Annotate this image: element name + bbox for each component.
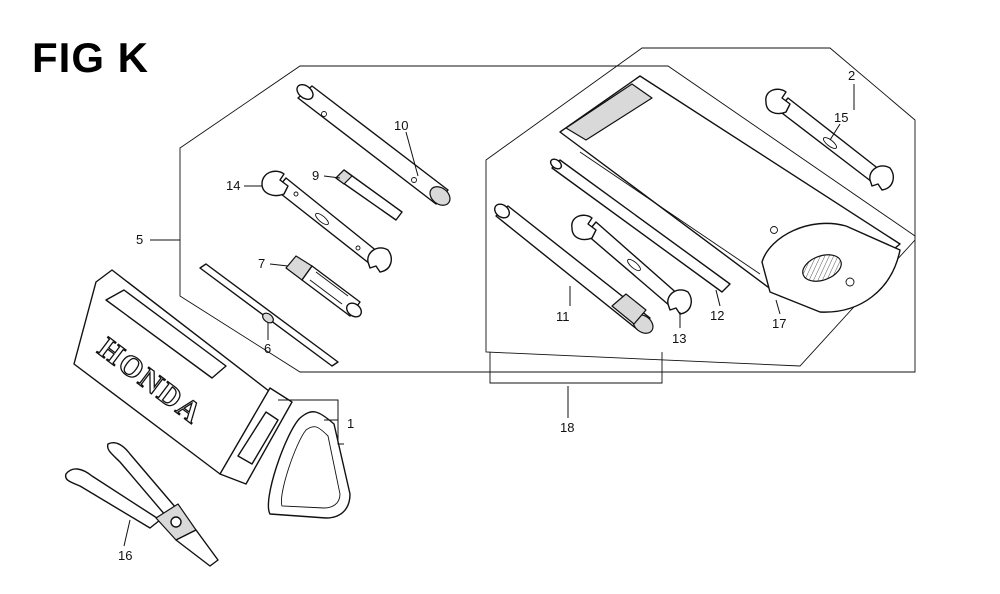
tool-case-part-1: HONDA: [73, 269, 351, 519]
callout-18: 18: [560, 420, 574, 435]
callout-15: 15: [834, 110, 848, 125]
callout-14: 14: [226, 178, 240, 193]
open-end-wrench-part-15: [765, 88, 894, 191]
box-wrench-part-10: [296, 84, 451, 206]
tommy-bar-part-12: [549, 158, 731, 293]
callout-12: 12: [710, 308, 724, 323]
callouts: 1 2 5 6 7 9 10 11 12 13 14 15 16 17 18: [118, 68, 855, 563]
open-end-wrench-part-13: [571, 214, 692, 315]
screwdriver-bit-part-9: [335, 169, 403, 221]
callout-7: 7: [258, 256, 265, 271]
callout-6: 6: [264, 341, 271, 356]
callout-11: 11: [556, 309, 570, 324]
callout-10: 10: [394, 118, 408, 133]
screwdriver-shaft-part-6: [199, 263, 339, 367]
pliers-part-16: [64, 442, 219, 567]
callout-16: 16: [118, 548, 132, 563]
figure-title: FIG K: [32, 34, 149, 81]
callout-13: 13: [672, 331, 686, 346]
screwdriver-handle-part-7: [285, 255, 363, 318]
tool-bag-part-17: [559, 75, 901, 313]
group-outline-18: [489, 352, 663, 384]
group-outline-2: [485, 47, 916, 367]
callout-17: 17: [772, 316, 786, 331]
callout-1: 1: [347, 416, 354, 431]
group-outline-5: [179, 65, 916, 373]
callout-2: 2: [848, 68, 855, 83]
leader-lines: [123, 84, 855, 547]
callout-9: 9: [312, 168, 319, 183]
callout-5: 5: [136, 232, 143, 247]
open-end-wrench-part-14: [261, 170, 392, 273]
box-wrench-part-11: [493, 203, 654, 334]
